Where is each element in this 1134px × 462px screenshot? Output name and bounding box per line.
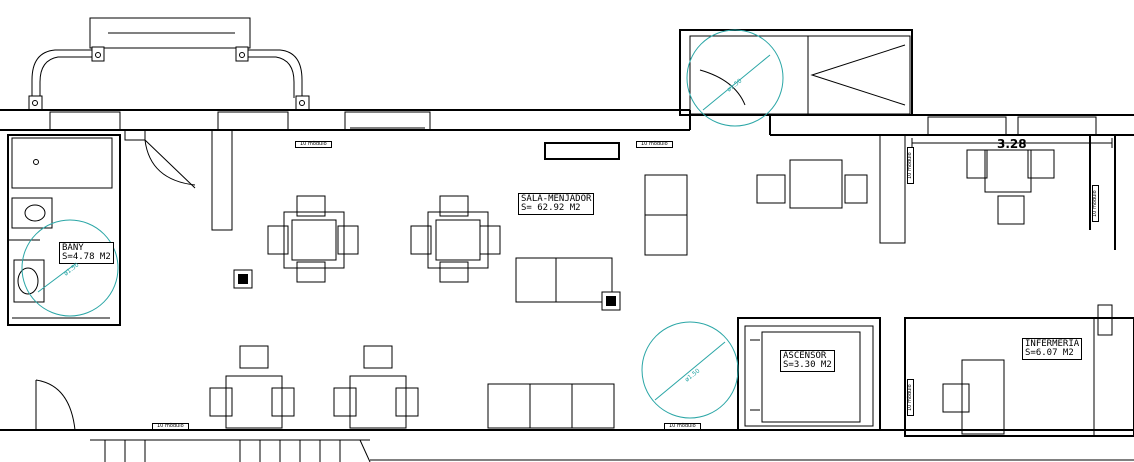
room-area: S=4.78 M2 — [62, 252, 111, 262]
room-label-sala-menjador: SALA-MENJADOR S= 62.92 M2 — [518, 193, 595, 215]
interior-walls — [124, 129, 1116, 250]
counter — [544, 142, 620, 160]
room-area: S=3.30 M2 — [783, 360, 832, 370]
room-name: ASCENSOR — [783, 351, 827, 361]
infirmary-chair — [942, 383, 970, 413]
module-marker: 10 mòdulo — [295, 141, 332, 148]
table-group-5 — [756, 159, 868, 209]
stair-well — [679, 29, 913, 135]
exterior-wall-bottom — [0, 379, 1134, 462]
bathroom — [7, 134, 196, 326]
table-group-4 — [333, 345, 419, 429]
room-area: S= 62.92 M2 — [521, 203, 581, 213]
room-name: BANY — [62, 243, 84, 253]
columns — [233, 269, 621, 311]
room-label-infermeria: INFERMERIA S=6.07 M2 — [1022, 338, 1083, 360]
room-name: SALA-MENJADOR — [521, 194, 592, 204]
module-marker: 10 mòdulo — [664, 423, 701, 430]
turning-circles — [21, 29, 784, 419]
exterior-wall-top — [0, 109, 1134, 136]
module-marker: 10 mòdulo — [152, 423, 189, 430]
room-label-bany: BANY S=4.78 M2 — [59, 242, 114, 264]
table-group-1 — [267, 195, 359, 283]
module-marker: 10 mòdulo — [907, 379, 914, 416]
table-group-6 — [966, 149, 1055, 225]
elevator — [737, 317, 881, 431]
sofas — [487, 174, 688, 429]
module-marker: 10 mòdulo — [1092, 185, 1099, 222]
table-group-3 — [209, 345, 295, 429]
room-area: S=6.07 M2 — [1025, 348, 1074, 358]
entrance-ramp — [28, 17, 310, 111]
room-label-ascensor: ASCENSOR S=3.30 M2 — [780, 350, 835, 372]
table-group-2 — [410, 195, 501, 283]
dimension-line — [911, 138, 1113, 148]
room-name: INFERMERIA — [1025, 339, 1080, 349]
module-marker: 10 mòdulo — [636, 141, 673, 148]
dimension-label: 3.28 — [997, 137, 1027, 151]
infirmary — [904, 304, 1134, 437]
module-marker: 10 mòdulo — [907, 147, 914, 184]
